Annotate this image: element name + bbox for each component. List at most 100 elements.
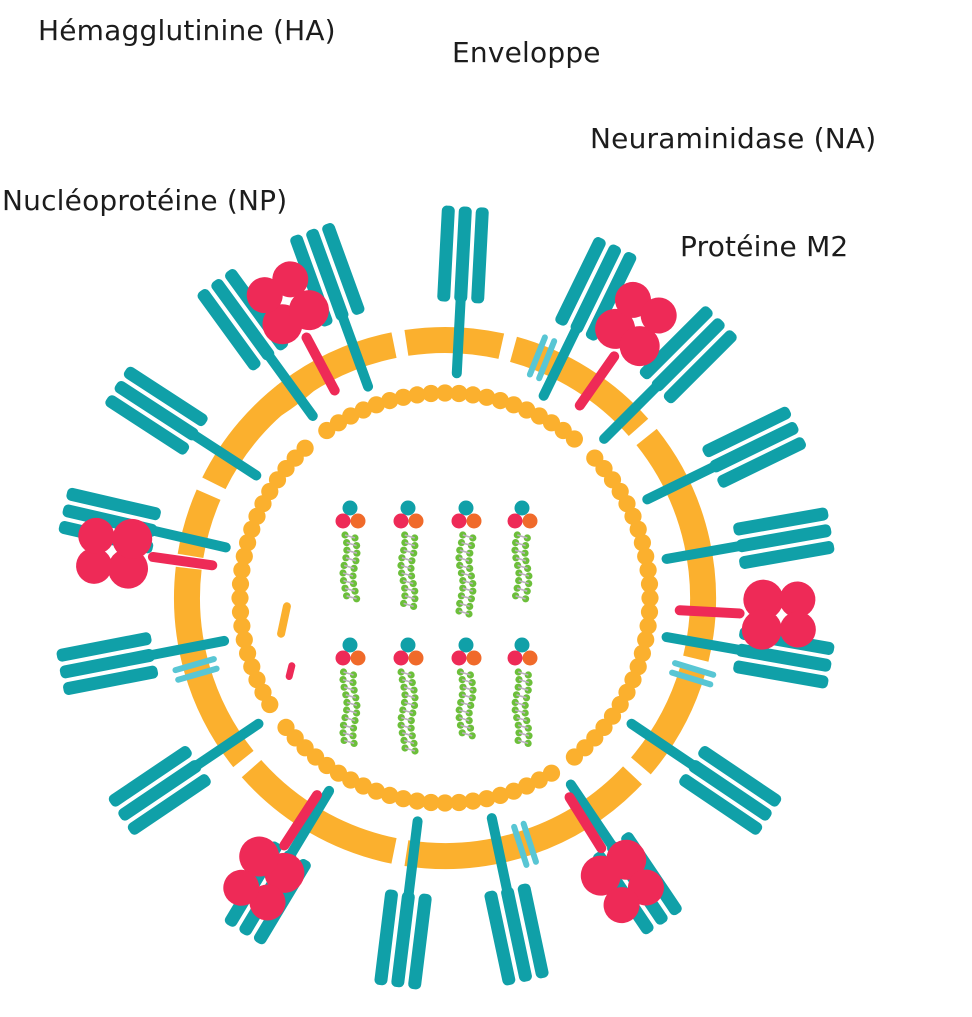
ha-head-bar <box>517 883 549 979</box>
matrix-bead <box>640 603 659 621</box>
envelope-arc <box>636 428 716 662</box>
rna-link <box>517 564 528 570</box>
rnp-polymerase-pb <box>400 637 416 653</box>
rna-link <box>458 610 470 615</box>
matrix-bead <box>491 392 509 410</box>
ha-spike <box>599 306 737 444</box>
ha-spike <box>105 366 262 481</box>
m2-protein-label: Protéine M2 <box>680 230 849 263</box>
rna-link <box>459 602 470 608</box>
matrix-bead <box>641 589 659 607</box>
ha-head-bar <box>698 745 782 807</box>
rna-link <box>514 701 526 707</box>
rnp-polymerase-pb <box>342 637 358 653</box>
m2-bar <box>669 669 714 688</box>
na-head-ball <box>779 581 816 618</box>
rna-link <box>516 694 527 699</box>
m2-channel <box>526 334 558 382</box>
rnp-segment <box>507 637 538 748</box>
ha-head-bar <box>709 422 799 473</box>
ha-head-bar <box>66 487 161 521</box>
rna-link <box>462 686 474 691</box>
np-bead <box>408 732 416 740</box>
rna-link <box>342 572 354 577</box>
rnp-polymerase-pb2 <box>350 650 366 666</box>
matrix-bead <box>354 401 372 419</box>
matrix-bead <box>231 575 250 593</box>
rna-link <box>343 671 354 676</box>
matrix-bead <box>640 575 659 593</box>
ribonucleoprotein-segments <box>335 500 538 755</box>
ha-head-bar <box>570 244 621 334</box>
ha-head-bar <box>105 395 190 455</box>
rna-link <box>459 564 470 570</box>
na-stalk <box>564 792 607 854</box>
matrix-bead <box>296 439 314 457</box>
ha-head-bar <box>63 665 159 696</box>
ha-spike <box>626 718 782 835</box>
rna-link <box>343 564 355 570</box>
rna-link <box>404 534 415 539</box>
matrix-bead <box>450 793 468 812</box>
m2-bar <box>520 820 539 865</box>
rnp-polymerase-pa <box>393 650 409 666</box>
rna-link <box>346 595 357 600</box>
rnp-polymerase-pb2 <box>522 650 538 666</box>
rna-link <box>518 671 529 676</box>
rnp-segment <box>451 500 482 618</box>
rnp-polymerase-pb <box>400 500 416 516</box>
rna-link <box>517 686 529 691</box>
rna-link <box>462 694 473 699</box>
na-head-ball <box>223 869 260 906</box>
matrix-bead <box>381 786 399 805</box>
rnp-polymerase-pa <box>335 650 351 666</box>
rna-link <box>517 534 528 539</box>
ha-head-bar <box>123 366 208 427</box>
rna-link <box>458 709 470 714</box>
ha-head-bar <box>663 330 737 404</box>
np-bead <box>411 694 419 702</box>
m2-bar <box>511 823 530 868</box>
np-bead <box>522 694 531 702</box>
np-bead <box>469 587 477 595</box>
ha-head-bar <box>702 406 792 458</box>
ha-spike <box>661 507 835 569</box>
rna-link <box>461 732 473 737</box>
np-bead <box>522 557 530 565</box>
matrix-bead <box>394 790 412 808</box>
matrix-bead <box>239 644 257 662</box>
na-fragment <box>285 662 296 680</box>
rnp-polymerase-pa <box>451 513 467 529</box>
na-head-ball <box>743 579 784 620</box>
matrix-bead <box>277 718 295 737</box>
np-bead <box>353 595 361 603</box>
m2-channel <box>511 820 539 868</box>
m2-channels <box>172 334 717 868</box>
rna-link <box>346 541 357 547</box>
np-bead <box>349 724 358 732</box>
np-bead <box>525 580 533 588</box>
rna-link <box>518 678 530 684</box>
matrix-bead <box>422 384 440 403</box>
rna-link <box>401 716 412 722</box>
rna-link <box>345 694 357 699</box>
ha-head-bar <box>322 223 365 315</box>
np-bead <box>524 686 532 694</box>
np-bead <box>411 595 419 603</box>
rna-link <box>345 557 357 562</box>
rna-link <box>402 678 413 684</box>
rna-link <box>402 579 414 585</box>
ha-head-bar <box>501 887 532 982</box>
matrix-bead <box>233 561 251 579</box>
np-bead <box>466 549 474 557</box>
ha-head-bar <box>733 660 829 689</box>
na-head-ball <box>78 517 115 554</box>
rna-link <box>514 709 526 714</box>
ha-head-bar <box>56 632 152 662</box>
np-bead <box>466 724 475 732</box>
rna-link <box>346 709 357 714</box>
rnp-polymerase-pa <box>451 650 467 666</box>
np-bead <box>352 694 360 702</box>
rna-link <box>343 739 355 745</box>
na-head-ball <box>112 518 153 559</box>
